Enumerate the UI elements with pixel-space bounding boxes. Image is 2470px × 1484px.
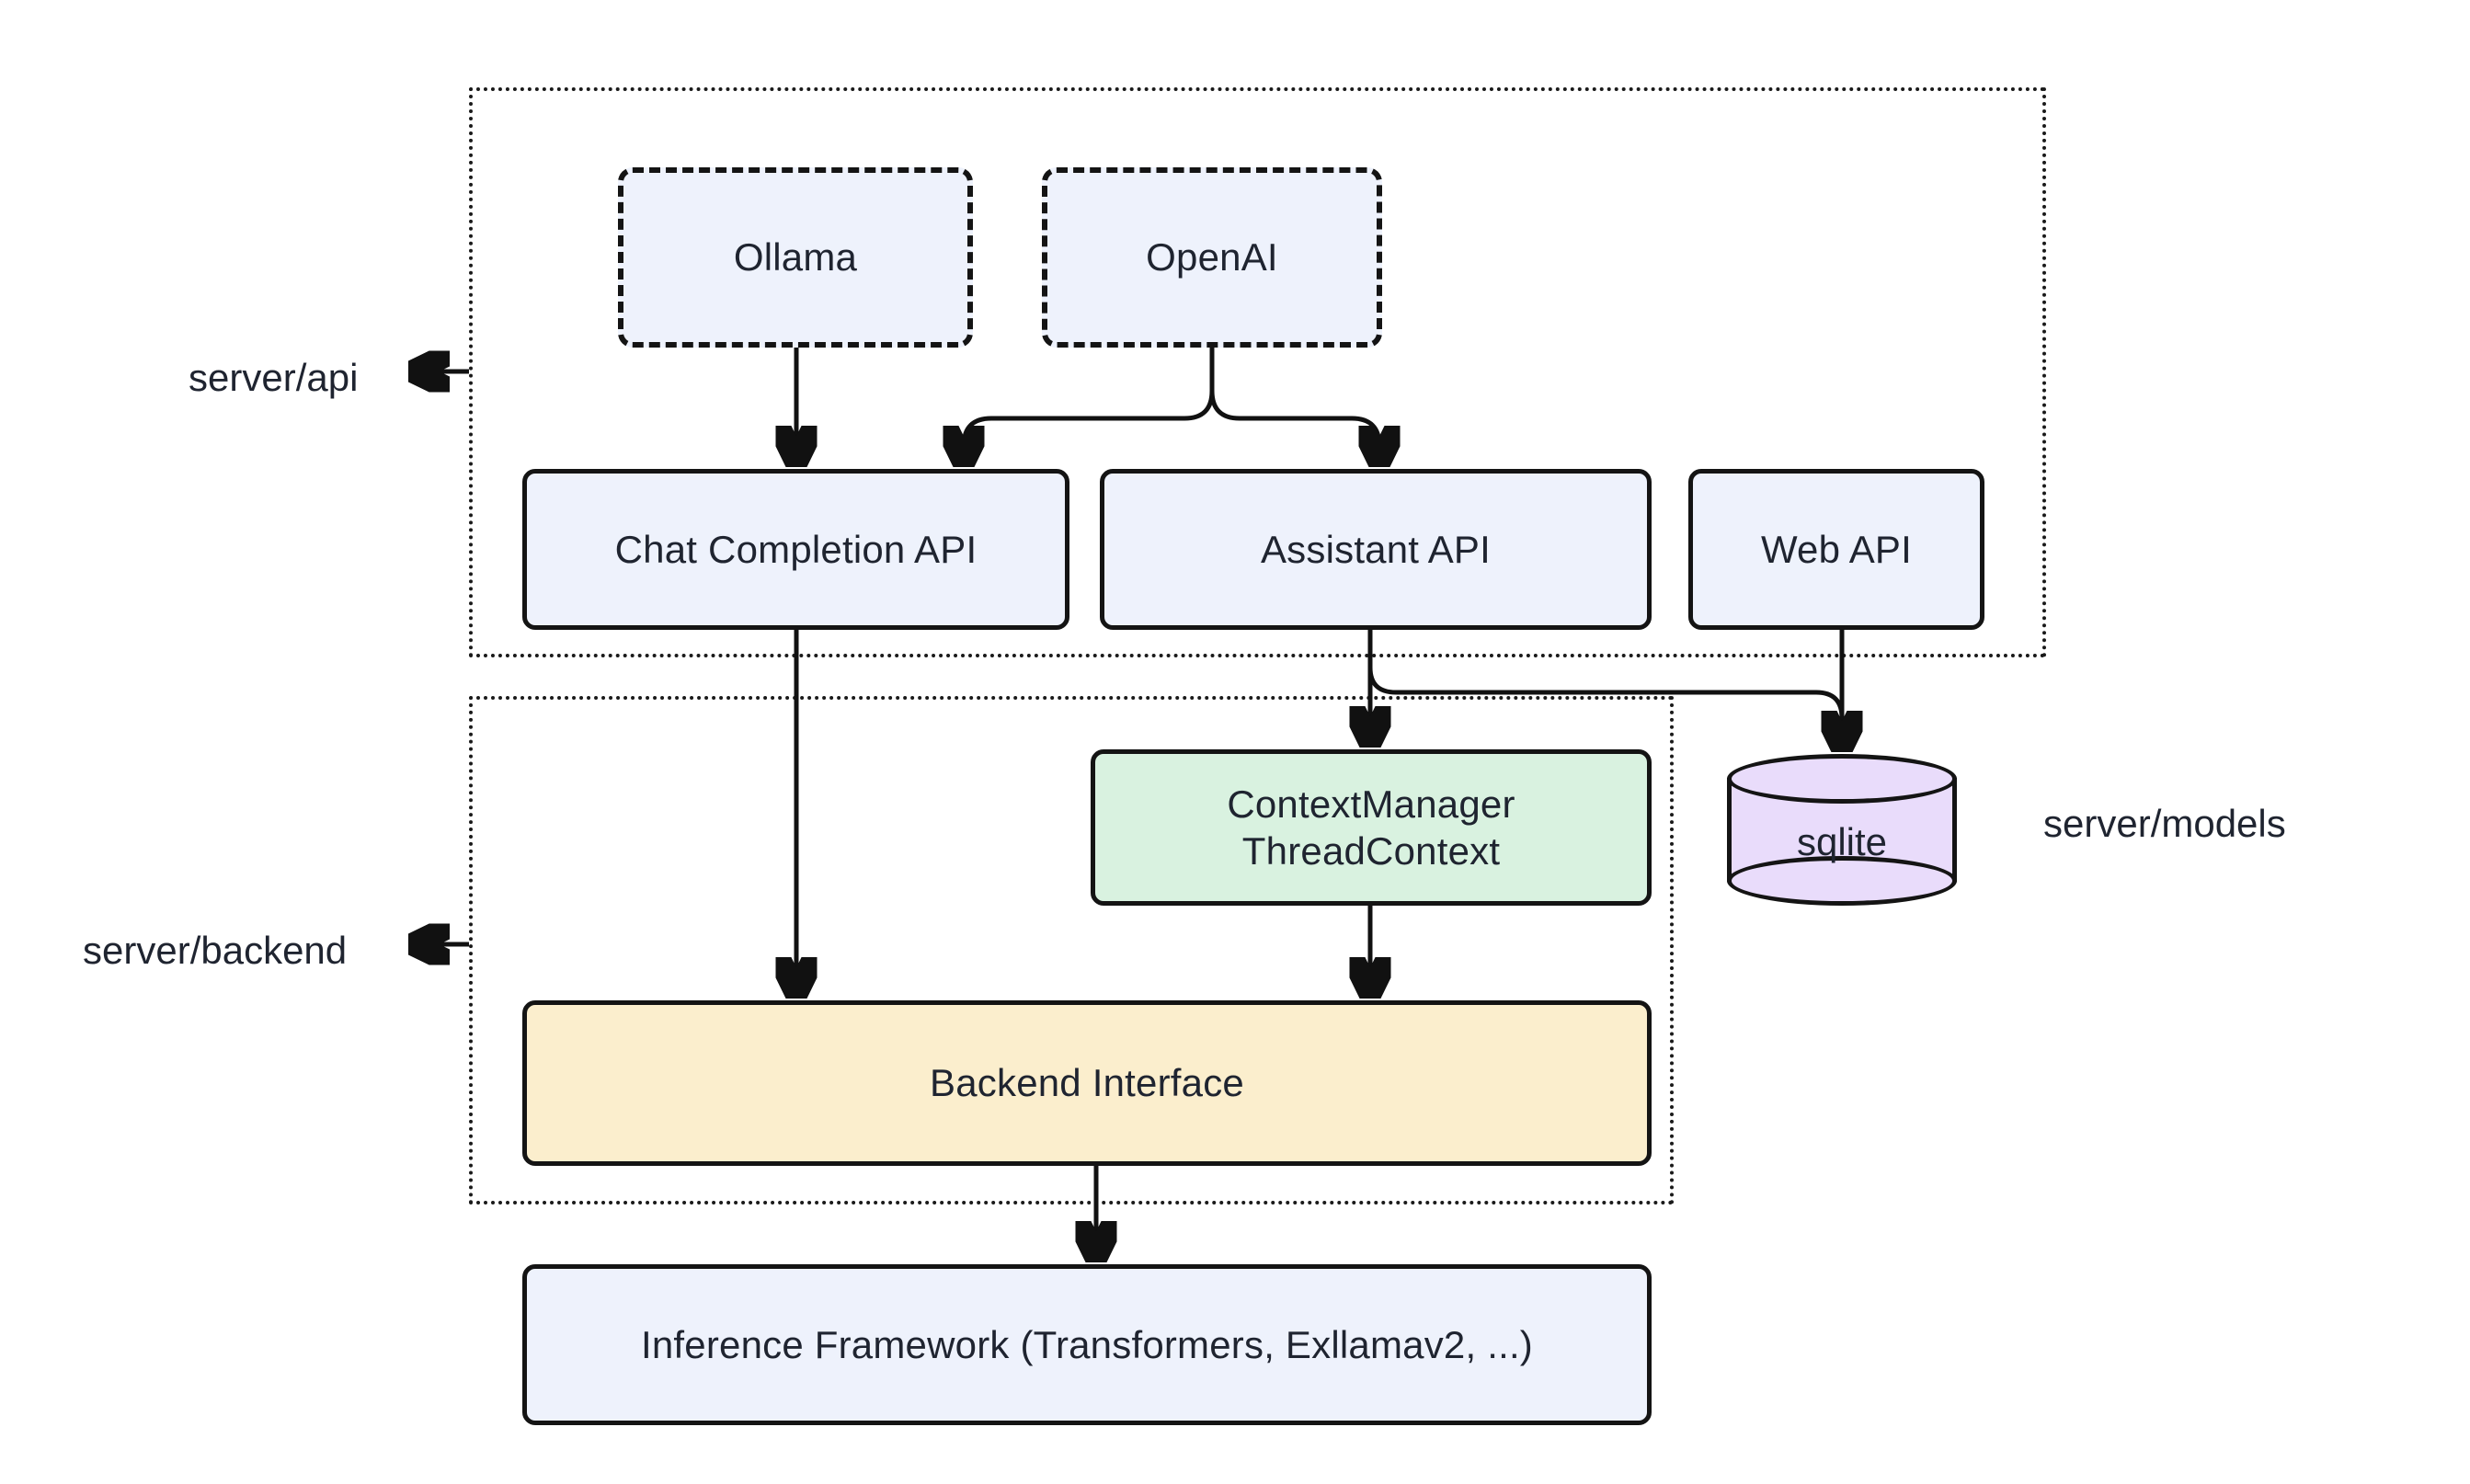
label-server-models: server/models [2043,802,2286,845]
node-ollama[interactable]: Ollama [618,167,973,348]
group-server-backend [469,696,1674,1204]
node-openai-label: OpenAI [1146,235,1278,280]
node-context-manager[interactable]: ContextManager ThreadContext [1091,749,1652,906]
node-sqlite[interactable]: sqlite [1727,754,1957,906]
node-ollama-label: Ollama [733,235,858,280]
node-context-manager-line-1: ContextManager [1227,782,1515,826]
sqlite-cylinder-bottom [1727,856,1957,906]
node-sqlite-label: sqlite [1796,819,1888,863]
node-chat-completion-api-label: Chat Completion API [614,527,978,571]
sqlite-cylinder-top [1727,754,1957,804]
node-context-manager-label: ContextManager ThreadContext [1227,781,1515,874]
group-server-api [469,87,2046,657]
node-openai[interactable]: OpenAI [1042,167,1382,348]
node-backend-interface[interactable]: Backend Interface [522,1000,1652,1166]
label-server-backend: server/backend [83,929,348,972]
node-inference-framework[interactable]: Inference Framework (Transformers, Exlla… [522,1264,1652,1425]
node-web-api-label: Web API [1760,527,1913,571]
label-server-api: server/api [189,356,359,399]
node-assistant-api-label: Assistant API [1260,527,1492,571]
node-chat-completion-api[interactable]: Chat Completion API [522,469,1069,630]
node-context-manager-line-2: ThreadContext [1241,829,1501,873]
node-backend-interface-label: Backend Interface [930,1061,1244,1105]
node-assistant-api[interactable]: Assistant API [1100,469,1652,630]
node-web-api[interactable]: Web API [1688,469,1984,630]
node-inference-framework-label: Inference Framework (Transformers, Exlla… [640,1322,1533,1366]
